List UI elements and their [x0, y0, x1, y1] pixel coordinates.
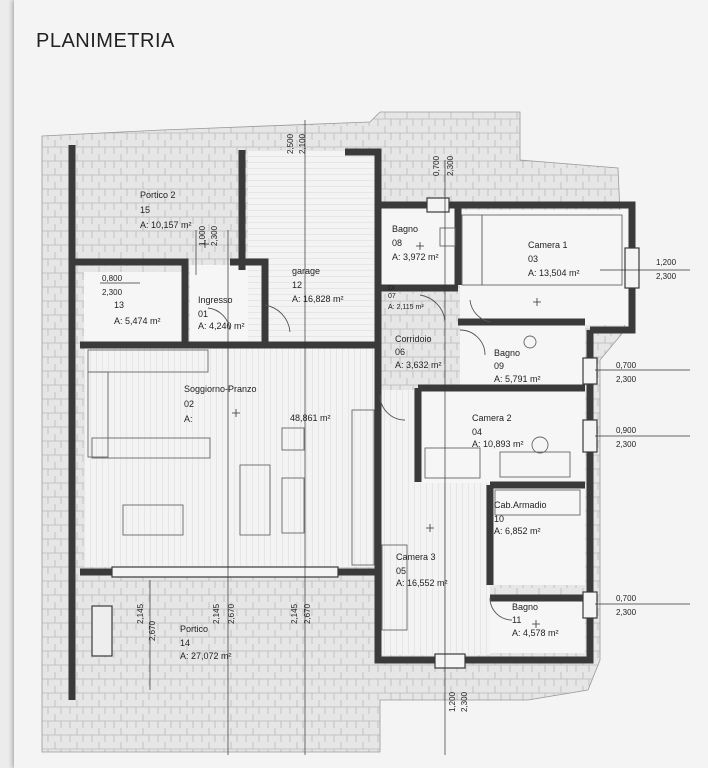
- dimension-label: 1,200: [656, 258, 677, 267]
- dimension-label: 2,100: [298, 133, 307, 154]
- furniture: [87, 214, 623, 631]
- dimension-label: 2,145: [212, 603, 221, 624]
- room-soggiorno-area: 48,861 m²: [290, 413, 331, 423]
- dimension-label: 2,300: [616, 440, 637, 449]
- dimension-label: 2,145: [290, 603, 299, 624]
- dimension-label: 2,300: [460, 691, 469, 712]
- room-di-07: Di 07 A: 2,115 m²: [388, 285, 424, 311]
- dimension-label: 2,145: [136, 603, 145, 624]
- dimension-label: 1,000: [198, 225, 207, 246]
- door-swings: [207, 294, 513, 621]
- walls: [68, 145, 636, 700]
- room-bagno-11: Bagno 11 A: 4,578 m²: [512, 602, 559, 638]
- dimension-label: 0,700: [432, 155, 441, 176]
- room-portico-2: Portico 2 15 A: 10,157 m²: [140, 190, 192, 230]
- page-title: PLANIMETRIA: [36, 30, 175, 52]
- dimension-label: 0,700: [616, 594, 637, 603]
- dimension-label: 2,500: [286, 133, 295, 154]
- dimension-label: 2,300: [616, 375, 637, 384]
- room-bagno-09: Bagno 09 A: 5,791 m²: [494, 348, 541, 384]
- dimension-label: 1,200: [448, 691, 457, 712]
- dimension-label: 0,800: [102, 274, 123, 283]
- room-corridoio: Corridoio 06 A: 3,632 m²: [395, 334, 442, 370]
- room-bagno-08: Bagno 08 A: 3,972 m²: [392, 224, 439, 262]
- room-cab-armadio: Cab.Armadio 10 A: 6,852 m²: [494, 500, 547, 536]
- room-camera-2: Camera 2 04 A: 10,893 m²: [472, 413, 524, 449]
- window-frames: [91, 197, 640, 669]
- dimension-label: 2,300: [102, 288, 123, 297]
- dimension-label: 2,300: [656, 272, 677, 281]
- room-camera-3: Camera 3 05 A: 16,552 m²: [396, 552, 448, 588]
- dimension-label: 0,700: [616, 361, 637, 370]
- room-soggiorno-pranzo: Soggiorno-Pranzo 02 A:: [184, 384, 257, 424]
- room-13: 13 A: 5,474 m²: [114, 300, 161, 326]
- dimension-label: 0,900: [616, 426, 637, 435]
- dimension-label: 2,670: [227, 603, 236, 624]
- dimension-label: 2,670: [148, 620, 157, 641]
- room-portico-14: Portico 14 A: 27,072 m²: [180, 624, 232, 661]
- dimension-label: 2,300: [616, 608, 637, 617]
- dimension-label: 2,670: [303, 603, 312, 624]
- room-ingresso: Ingresso 01 A: 4,240 m²: [198, 295, 245, 331]
- interior-floors: [84, 150, 628, 655]
- room-garage: garage 12 A: 16,828 m²: [292, 266, 344, 304]
- room-camera-1: Camera 1 03 A: 13,504 m²: [528, 240, 580, 278]
- dimension-label: 2,300: [446, 155, 455, 176]
- dimension-label: 2,300: [210, 225, 219, 246]
- room-markers: [201, 240, 541, 628]
- dimension-lines: [100, 120, 690, 755]
